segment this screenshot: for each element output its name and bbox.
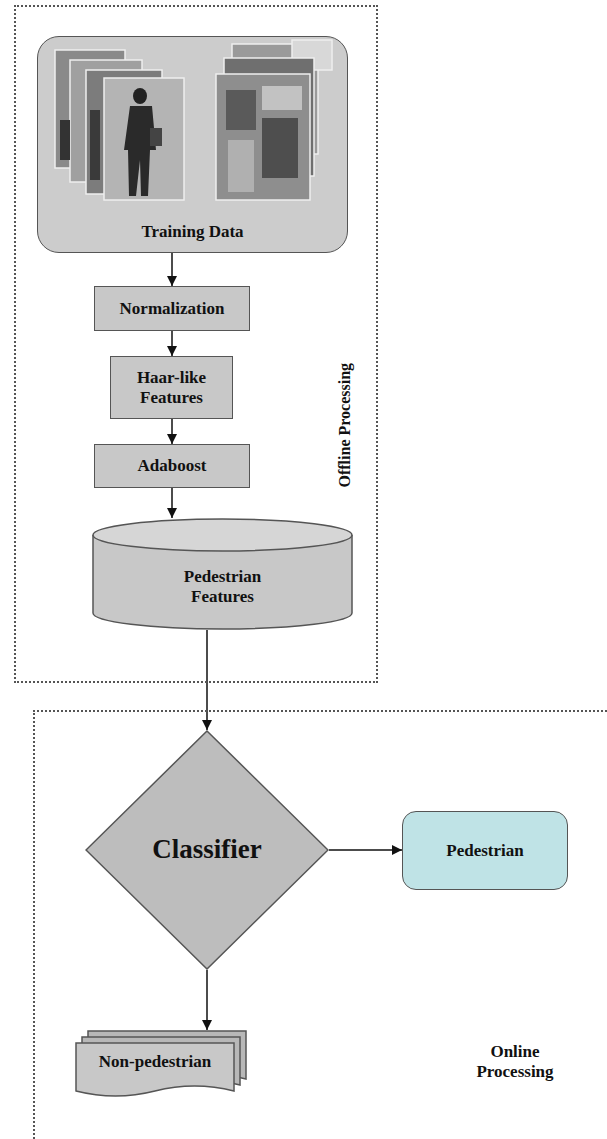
- diamond-shape: [86, 731, 328, 969]
- node-label: Classifier: [152, 834, 261, 865]
- flow-arrow: [171, 488, 173, 518]
- flow-arrow: [171, 331, 173, 356]
- flow-arrow: [171, 419, 173, 444]
- database-cylinder: Pedestrian Features: [92, 518, 353, 630]
- training-data-box: Training Data: [37, 36, 348, 253]
- online-region: Online Processing Classifier PedestrianNon…: [33, 710, 607, 1139]
- node-label: Training Data: [141, 222, 243, 242]
- process-box: Adaboost: [94, 444, 250, 488]
- node-label: Haar-like Features: [119, 368, 224, 407]
- flow-arrow: [206, 630, 208, 730]
- region-title: Online Processing: [460, 1042, 570, 1081]
- process-box: Normalization: [94, 286, 250, 331]
- flow-arrow: [329, 849, 402, 851]
- document-stack: Non-pedestrian: [75, 1030, 247, 1100]
- document-sheet: [76, 1043, 234, 1096]
- node-label: Pedestrian: [446, 841, 523, 861]
- pedestrian-photos: [55, 50, 184, 200]
- node-label: Pedestrian Features: [158, 567, 288, 606]
- process-box: Haar-like Features: [110, 356, 233, 419]
- node-label: Adaboost: [138, 456, 207, 476]
- offline-region: Offline Processing Training DataNormaliza…: [14, 5, 378, 683]
- node-label: Normalization: [120, 299, 225, 319]
- node-label: Non-pedestrian: [75, 1052, 235, 1072]
- decision-diamond: Classifier: [85, 730, 329, 970]
- result-box: Pedestrian: [402, 811, 568, 890]
- region-title: Offline Processing: [336, 315, 354, 535]
- flow-arrow: [171, 253, 173, 286]
- background-photos: [216, 40, 332, 200]
- flow-arrow: [206, 970, 208, 1030]
- region-title-holder: Offline Processing: [336, 315, 354, 535]
- region-title-holder: Online Processing: [460, 1042, 570, 1081]
- cylinder-top: [93, 519, 352, 551]
